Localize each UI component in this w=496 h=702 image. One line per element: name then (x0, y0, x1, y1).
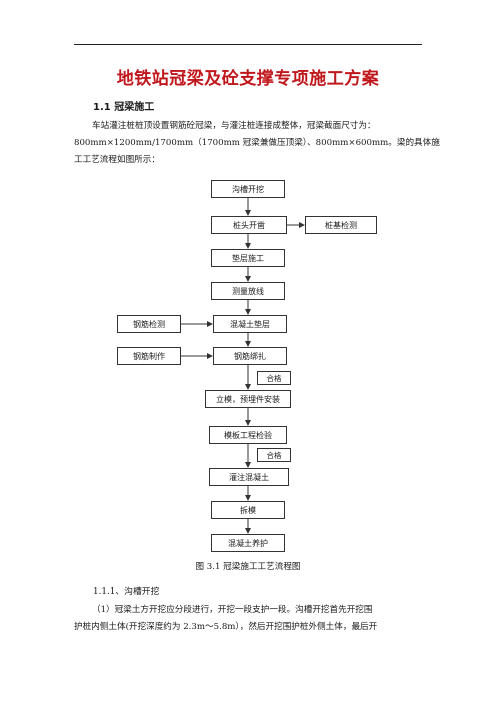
step-pile-test: 桩基检测 (305, 216, 377, 234)
step-concrete-curing: 混凝土养护 (211, 534, 285, 552)
figure-caption: 图 3.1 冠梁施工工艺流程图 (195, 562, 301, 572)
check-label-formwork: 合格 (257, 448, 291, 462)
step-rebar-fabrication: 钢筋制作 (117, 347, 181, 365)
intro-line-1: 车站灌注桩桩顶设置钢筋砼冠梁，与灌注桩连接成整体，冠梁截面尺寸为： (92, 121, 376, 131)
document-title: 地铁站冠梁及砼支撑专项施工方案 (116, 69, 380, 89)
step-pour-concrete: 灌注混凝土 (209, 468, 289, 486)
step-rebar-test: 钢筋检测 (117, 315, 181, 333)
subsection-heading: 1.1.1、沟槽开挖 (93, 587, 160, 597)
step-cushion-construction: 垫层施工 (211, 249, 285, 267)
intro-line-2: 800mm×1200mm/1700mm（1700mm 冠梁兼做压顶梁）、800m… (74, 138, 440, 148)
body-line-2: 护桩内侧土体(开挖深度约为 2.3m～5.8m），然后开挖围护桩外侧土体，最后开 (74, 622, 378, 632)
intro-paragraph: 车站灌注桩桩顶设置钢筋砼冠梁，与灌注桩连接成整体，冠梁截面尺寸为： 800mm×… (74, 118, 440, 169)
step-trench-excavation: 沟槽开挖 (211, 180, 285, 198)
section-heading: 1.1 冠梁施工 (93, 102, 155, 113)
step-formwork-inspection: 模板工程检验 (209, 426, 287, 444)
step-rebar-binding: 钢筋绑扎 (213, 347, 287, 365)
step-concrete-cushion: 混凝土垫层 (213, 315, 287, 333)
body-paragraph: （1）冠梁土方开挖应分段进行，开挖一段支护一段。沟槽开挖首先开挖围 护桩内侧土体… (74, 602, 424, 636)
body-line-1: （1）冠梁土方开挖应分段进行，开挖一段支护一段。沟槽开挖首先开挖围 (92, 605, 373, 615)
check-label-rebar: 合格 (257, 371, 291, 385)
step-survey-setout: 测量放线 (211, 282, 285, 300)
intro-line-3: 工工艺流程如图所示： (74, 155, 160, 165)
step-formwork-embedded: 立模，预埋件安装 (205, 390, 291, 408)
step-pile-head-chiseling: 桩头开凿 (211, 216, 287, 234)
header-rule (74, 44, 422, 45)
step-remove-formwork: 拆模 (211, 501, 285, 519)
